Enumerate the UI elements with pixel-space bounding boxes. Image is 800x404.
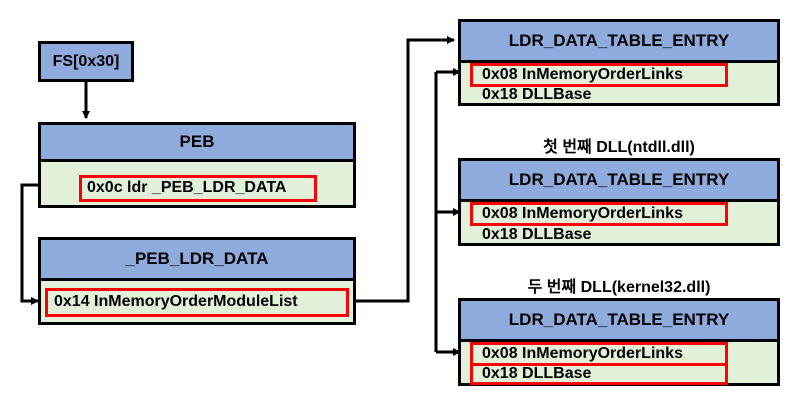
ldr-entry-1-links-field: 0x08 InMemoryOrderLinks (482, 66, 683, 83)
fs-register-box: FS[0x30] (38, 41, 134, 82)
ldr-entry-2-dllbase-field: 0x18 DLLBase (482, 226, 592, 243)
ldr-entry-3-body (461, 342, 777, 383)
ldr-entry-2-links-field: 0x08 InMemoryOrderLinks (482, 205, 683, 222)
ldr-entry-3-box: LDR_DATA_TABLE_ENTRY 0x08 InMemoryOrderL… (458, 298, 780, 386)
peb-ldr-data-box: _PEB_LDR_DATA 0x14 InMemoryOrderModuleLi… (38, 237, 356, 325)
module-list-field: 0x14 InMemoryOrderModuleList (54, 293, 298, 310)
peb-body (41, 162, 353, 205)
module-list-highlight (45, 288, 349, 317)
ldr-entry-2-links-highlight (470, 202, 728, 226)
peb-box: PEB 0x0c ldr _PEB_LDR_DATA (38, 122, 356, 208)
ldr-entry-2-caption: 첫 번째 DLL(ntdll.dll) (543, 139, 695, 156)
peb-title: PEB (41, 125, 353, 162)
arrow-list-to-entry1 (356, 36, 455, 303)
ldr-entry-3-title: LDR_DATA_TABLE_ENTRY (461, 301, 777, 342)
ldr-entry-3-caption: 두 번째 DLL(kernel32.dll) (527, 279, 711, 296)
peb-ldr-highlight (79, 175, 317, 202)
ldr-entry-3-dllbase-highlight (470, 363, 728, 385)
ldr-entry-1-dllbase-field: 0x18 DLLBase (482, 86, 592, 103)
ldr-entry-1-body (461, 63, 777, 103)
ldr-entry-1-title: LDR_DATA_TABLE_ENTRY (461, 22, 777, 63)
ldr-entry-2-title: LDR_DATA_TABLE_ENTRY (461, 161, 777, 202)
fs-register-label: FS[0x30] (52, 53, 120, 70)
peb-ldr-data-title: _PEB_LDR_DATA (41, 240, 353, 281)
ldr-entry-2-box: LDR_DATA_TABLE_ENTRY 0x08 InMemoryOrderL… (458, 158, 780, 246)
ldr-entry-1-box: LDR_DATA_TABLE_ENTRY 0x08 InMemoryOrderL… (458, 19, 780, 106)
ldr-entry-1-links-highlight (470, 63, 728, 87)
peb-ldr-field: 0x0c ldr _PEB_LDR_DATA (87, 179, 287, 196)
ldr-entry-2-body (461, 202, 777, 243)
ldr-entry-3-links-field: 0x08 InMemoryOrderLinks (482, 345, 683, 362)
ldr-entry-3-dllbase-field: 0x18 DLLBase (482, 365, 592, 382)
